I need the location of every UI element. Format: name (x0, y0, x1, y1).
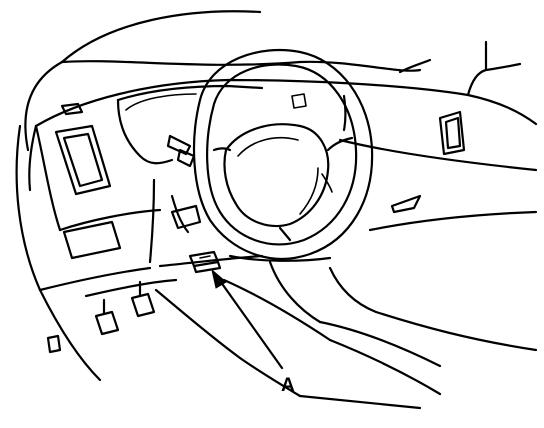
connector (188, 250, 222, 274)
pedals (46, 278, 178, 354)
left-vent (15, 102, 112, 382)
callout-label-a: A (281, 375, 295, 396)
right-vent (338, 94, 538, 232)
center-console (154, 278, 442, 410)
left-lower-panel (38, 208, 162, 292)
callout-a-leader (211, 268, 284, 370)
windshield-outline (24, 10, 522, 152)
lower-column (158, 254, 538, 368)
column-stalk (148, 134, 202, 264)
steering-wheel (192, 48, 374, 260)
callout-a-arrowhead (211, 268, 227, 289)
